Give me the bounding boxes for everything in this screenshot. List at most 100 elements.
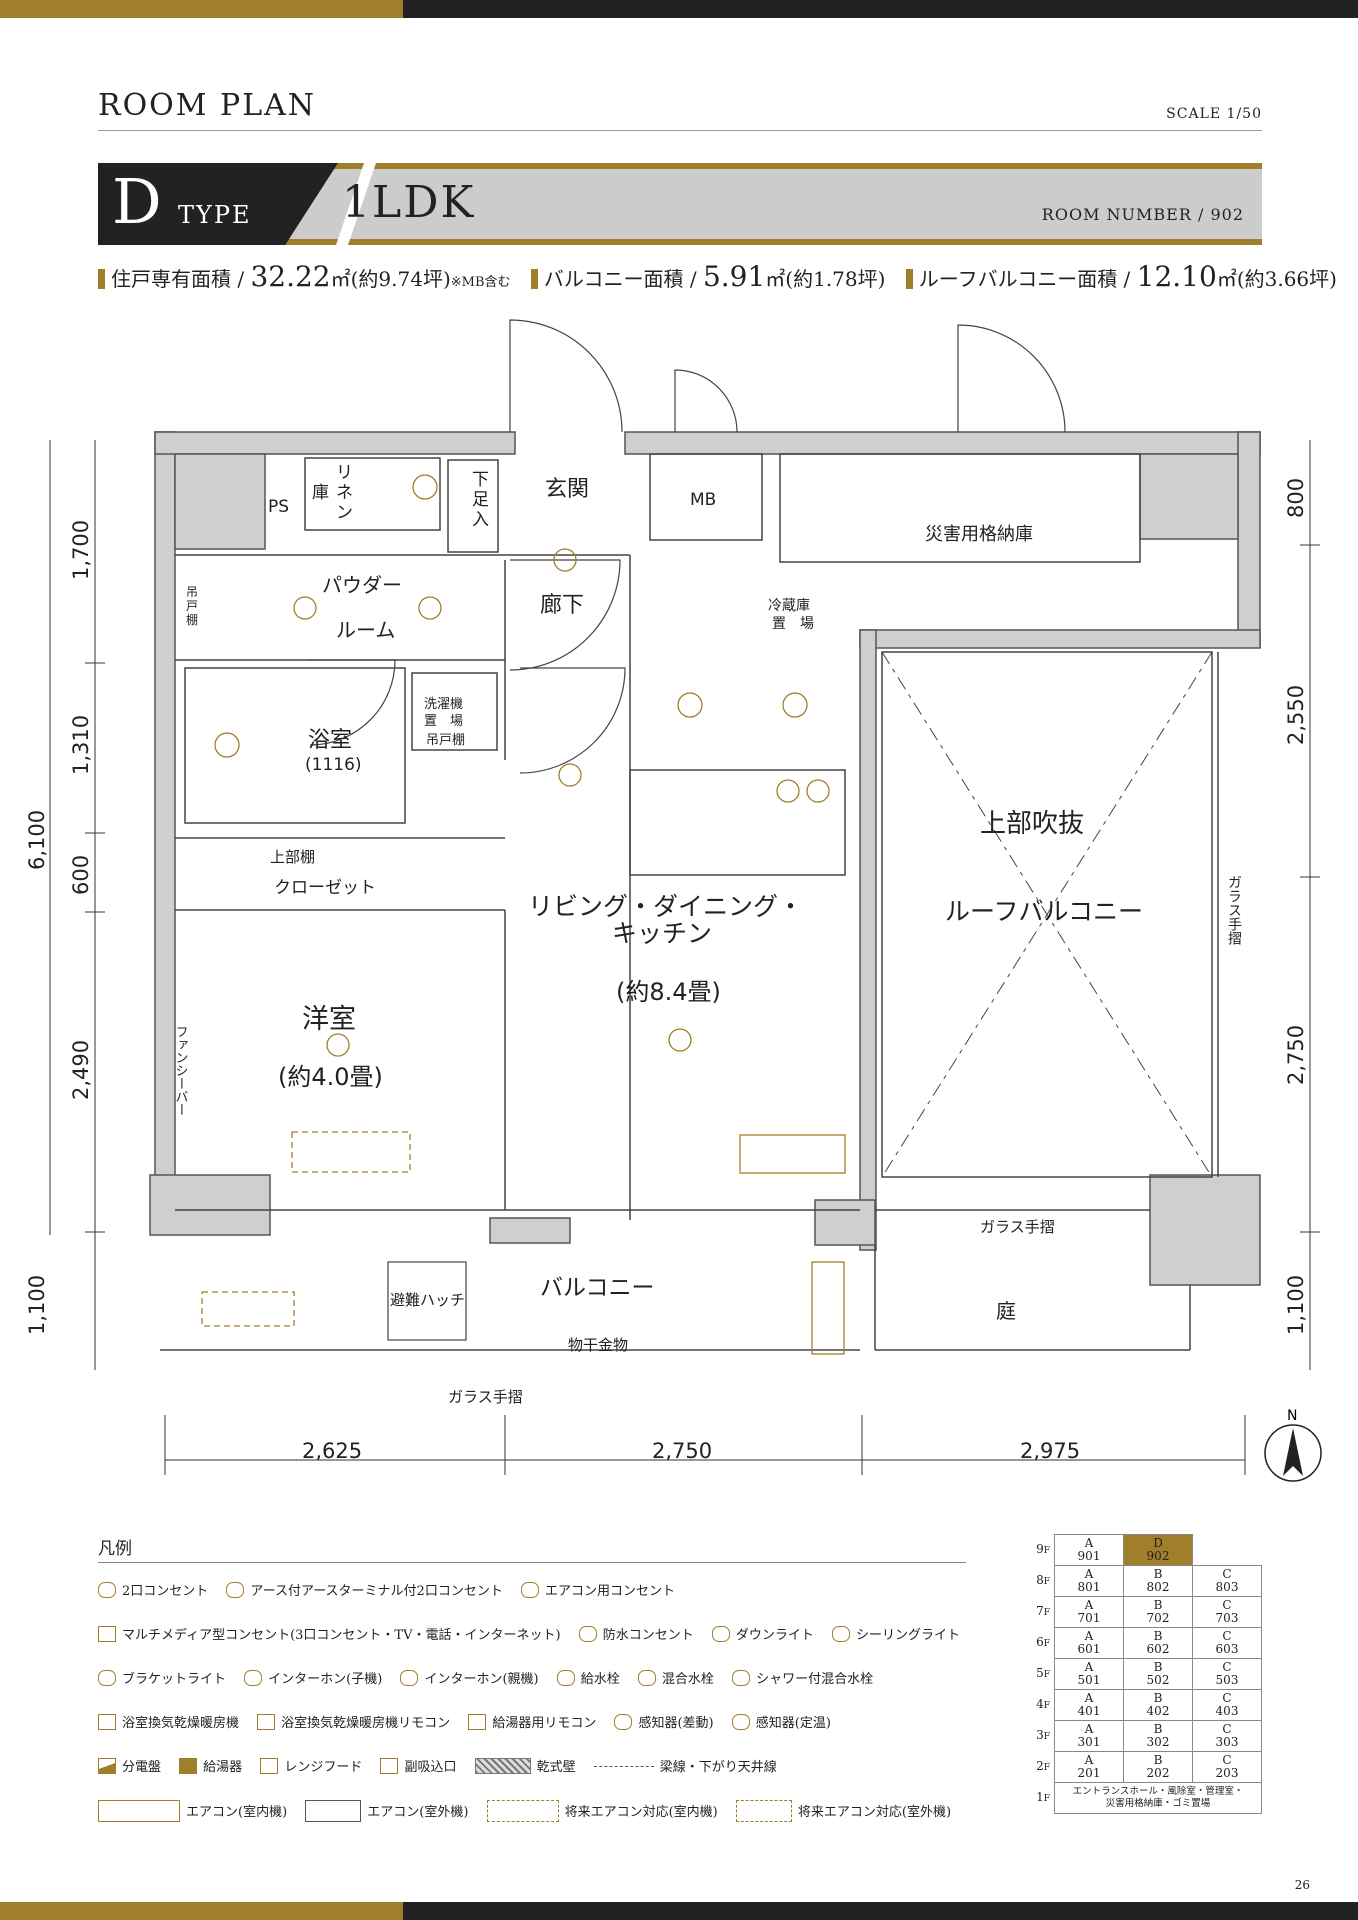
intercom-main-icon — [400, 1670, 419, 1686]
room-western-size: (約4.0畳) — [278, 1063, 383, 1091]
floor-row: 1F エントランスホール・風除室・管理室・災害用格納庫・ゴミ置場 — [1026, 1782, 1262, 1814]
room-balcony: バルコニー — [540, 1275, 655, 1301]
room-roof-balcony: ルーフバルコニー — [945, 897, 1143, 926]
north-arrow: N — [1264, 1408, 1322, 1482]
legend-item: 感知器(差動) — [614, 1712, 714, 1731]
waterproof-outlet-icon — [578, 1626, 597, 1642]
sub-intake-icon — [380, 1758, 399, 1774]
legend-item: 給湯器 — [179, 1756, 242, 1775]
room-ldk-size: (約8.4畳) — [616, 978, 721, 1006]
room-wash: 置 場 — [424, 714, 463, 729]
room-hanging: 吊 — [186, 585, 198, 599]
room-linen: 庫 — [312, 483, 329, 503]
sensor-fixed-icon — [731, 1714, 750, 1730]
legend-row: マルチメディア型コンセント(3口コンセント・TV・電話・インターネット) 防水コ… — [98, 1624, 974, 1650]
legend-item: 給水栓 — [556, 1668, 620, 1687]
band-gold-top — [98, 163, 1262, 169]
legend-item: 防水コンセント — [578, 1624, 694, 1643]
water-heater-icon — [179, 1758, 198, 1774]
outlet-icon — [98, 1582, 116, 1598]
area-label: 住戸専有面積 — [111, 267, 231, 291]
ground-floor-cell: エントランスホール・風除室・管理室・災害用格納庫・ゴミ置場 — [1054, 1782, 1262, 1814]
room-fridge: 冷蔵庫 — [768, 597, 810, 614]
legend-row: ブラケットライト インターホン(子機) インターホン(親機) 給水栓 混合水栓 … — [98, 1668, 887, 1694]
floor-number: 4F — [1036, 1696, 1050, 1711]
legend-item: シャワー付混合水栓 — [732, 1668, 873, 1687]
header-rule — [98, 130, 1262, 131]
room-upper-shelf: 上部棚 — [270, 848, 315, 866]
glass-rail-bottom: ガラス手摺 — [448, 1388, 523, 1406]
distribution-board-icon — [98, 1758, 116, 1774]
dim-right: 2,550 — [1284, 685, 1308, 745]
area-unit: ㎡(約1.78坪) — [765, 267, 886, 291]
downlight-icon — [711, 1626, 730, 1642]
room-shoe: 下 — [472, 470, 489, 490]
legend-item: 浴室換気乾燥暖房機 — [98, 1712, 239, 1731]
legend-item: シーリングライト — [832, 1624, 960, 1643]
ceiling-light-icon — [832, 1626, 851, 1642]
legend-item: 乾式壁 — [474, 1756, 576, 1775]
layout-label: 1LDK — [342, 177, 476, 228]
page-title: ROOM PLAN — [98, 88, 317, 123]
area-label: ルーフバルコニー面積 — [918, 267, 1118, 291]
glass-rail-horizontal: ガラス手摺 — [980, 1218, 1055, 1236]
room-linen: ネ — [336, 483, 353, 503]
legend-item: アース付アースターミナル付2口コンセント — [226, 1580, 503, 1599]
future-aircon-outdoor-icon — [735, 1800, 792, 1822]
void-cross — [881, 651, 1213, 1178]
fixtures — [201, 474, 846, 1355]
legend-item: ダウンライト — [711, 1624, 814, 1643]
walls — [149, 431, 1261, 1286]
scale-label: SCALE 1/50 — [1166, 106, 1262, 122]
area-unit: ㎡(約3.66坪) — [1216, 267, 1337, 291]
room-western: 洋室 — [302, 1004, 356, 1035]
dim-bottom: 2,625 — [302, 1439, 362, 1463]
legend-item: 副吸込口 — [380, 1756, 456, 1775]
interior-walls — [160, 453, 1219, 1351]
room-ldk: リビング・ダイニング・ — [528, 892, 803, 921]
area-label: バルコニー面積 — [543, 267, 684, 291]
room-shoe: 入 — [472, 510, 489, 530]
area-marker — [905, 269, 913, 289]
mixer-faucet-icon — [637, 1670, 656, 1686]
legend-row: 2口コンセント アース付アースターミナル付2口コンセント エアコン用コンセント — [98, 1580, 689, 1606]
room-hanging: 戸 — [186, 599, 198, 613]
floor-number: 8F — [1036, 1572, 1050, 1587]
dim-left: 1,310 — [69, 715, 93, 775]
legend-item: エアコン用コンセント — [520, 1580, 675, 1599]
room-closet: クローゼット — [274, 878, 376, 898]
dim-bottom: 2,750 — [652, 1439, 712, 1463]
room-bath: 浴室 — [308, 728, 352, 753]
page-number: 26 — [1294, 1878, 1310, 1892]
floor-number: 7F — [1036, 1603, 1050, 1618]
doors — [309, 319, 1066, 774]
water-heater-remote-icon — [468, 1714, 487, 1730]
floor-number: 9F — [1036, 1541, 1050, 1556]
room-ldk: キッチン — [612, 919, 712, 948]
type-label: TYPE — [178, 201, 252, 229]
room-powder: ルーム — [336, 618, 395, 642]
bottom-bar-gold — [0, 1902, 403, 1920]
legend-title: 凡例 — [98, 1539, 132, 1559]
room-corridor: 廊下 — [540, 593, 584, 618]
legend-item: 給湯器用リモコン — [468, 1712, 596, 1731]
area-balcony: バルコニー面積 / 5.91㎡(約1.78坪) — [530, 260, 886, 293]
intercom-sub-icon — [244, 1670, 263, 1686]
drying-rack: 物干金物 — [568, 1336, 628, 1354]
room-storage: 災害用格納庫 — [925, 524, 1033, 545]
